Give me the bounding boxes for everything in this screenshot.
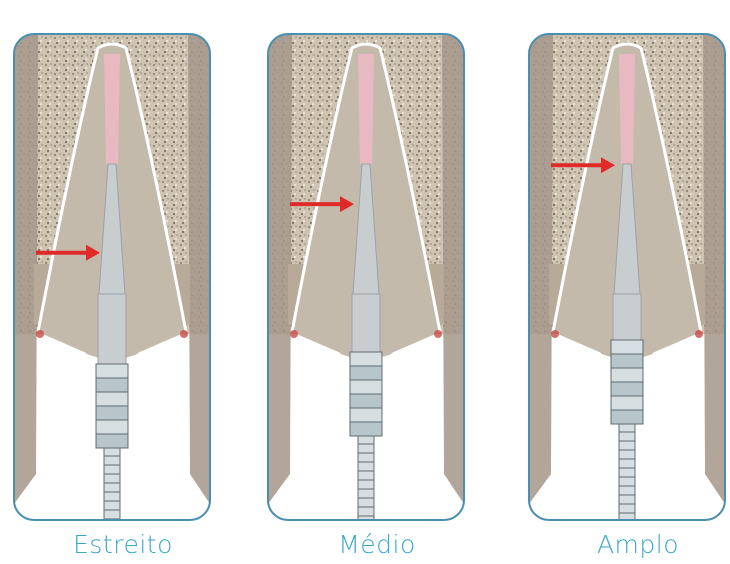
diagram-medio [262,0,492,530]
abutment-segment [96,434,128,448]
right-tissue [703,34,725,504]
left-margin-mark [551,330,559,338]
abutment-segment [611,396,643,410]
abutment-segment [611,368,643,382]
abutment-segment [350,366,382,380]
diagram-content [268,34,464,520]
diagram-amplo [523,0,730,530]
abutment-segment [96,406,128,420]
abutment-segment [611,410,643,424]
apex-tissue [104,54,120,164]
diagram-estreito [8,0,238,530]
abutment-segment [96,420,128,434]
abutment-segment [350,394,382,408]
apex-tissue [619,54,635,164]
right-tissue [442,34,464,504]
right-tissue [188,34,210,504]
abutment-segment [350,422,382,436]
label-amplo: Amplo [523,530,730,559]
panel-medio: Médio [262,0,492,564]
abutment-shaft [619,424,635,520]
abutment-segment [611,354,643,368]
right-margin-mark [180,330,188,338]
panel-amplo: Amplo [523,0,730,564]
label-estreito: Estreito [8,530,238,559]
apex-tissue [358,54,374,164]
abutment-segment [611,382,643,396]
implant-body [98,294,126,374]
left-margin-mark [290,330,298,338]
right-margin-mark [695,330,703,338]
abutment-segment [96,364,128,378]
abutment-shaft [104,448,120,520]
abutment-segment [611,340,643,354]
abutment-segment [350,408,382,422]
right-margin-mark [434,330,442,338]
panel-estreito: Estreito [8,0,238,564]
abutment-segment [96,392,128,406]
left-margin-mark [36,330,44,338]
abutment-segment [96,378,128,392]
abutment-segment [350,380,382,394]
abutment-segment [350,352,382,366]
diagram-content [14,34,210,520]
diagram-content [529,34,725,520]
label-medio: Médio [262,530,492,559]
